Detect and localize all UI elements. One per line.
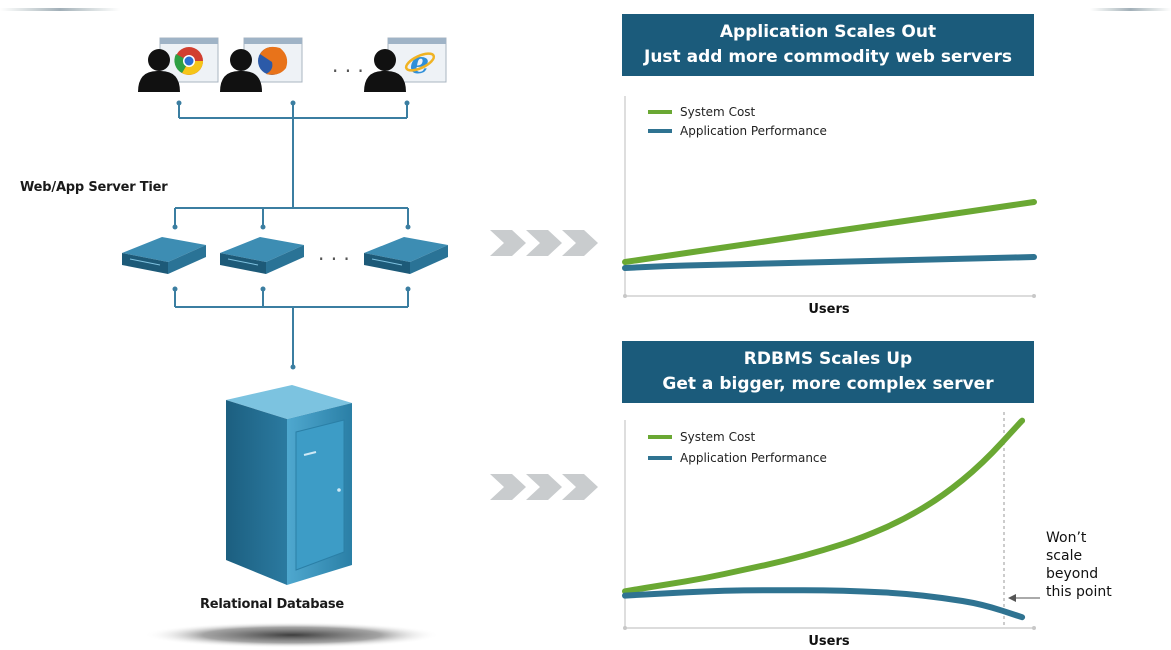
chrome-icon (174, 47, 203, 75)
legend: System Cost Application Performance (648, 430, 827, 465)
series-application-performance (622, 587, 1026, 621)
legend-application-performance: Application Performance (680, 451, 827, 465)
web-server-1 (122, 237, 206, 274)
client-group: . . . e (138, 37, 447, 92)
chevron-arrows-top (490, 230, 598, 256)
svg-text:e: e (410, 46, 429, 81)
legend-system-cost: System Cost (680, 430, 756, 444)
panel-title: Application Scales Out (719, 22, 937, 42)
client-firefox (220, 37, 303, 92)
scale-limit-annotation: Won’t scale beyond this point (1008, 530, 1112, 602)
person-icon (220, 49, 262, 92)
client-chrome (138, 37, 219, 92)
client-ellipsis: . . . (332, 53, 364, 77)
web-server-3 (364, 237, 448, 274)
x-axis-label: Users (808, 302, 850, 317)
panel-header-scales-out: Application Scales Out Just add more com… (622, 14, 1034, 76)
person-icon (364, 49, 406, 92)
database-label: Relational Database (200, 597, 345, 612)
database-shadow (144, 622, 440, 648)
chevron-arrows-bottom (490, 474, 598, 500)
panel-title: RDBMS Scales Up (743, 349, 913, 369)
annotation-line-1: Won’t (1046, 530, 1087, 546)
firefox-icon (258, 46, 288, 75)
chart-scales-up: System Cost Application Performance Won’… (622, 412, 1112, 649)
chart-scales-out: System Cost Application Performance User… (622, 96, 1037, 317)
annotation-line-4: this point (1046, 584, 1112, 600)
panel-subtitle: Get a bigger, more complex server (662, 374, 994, 394)
person-icon (138, 49, 180, 92)
web-tier-label: Web/App Server Tier (20, 180, 168, 195)
top-decoration-left (0, 8, 120, 11)
annotation-line-3: beyond (1046, 566, 1098, 582)
client-ie: e (364, 37, 447, 92)
legend-application-performance: Application Performance (680, 124, 827, 138)
annotation-line-2: scale (1046, 548, 1082, 564)
series-system-cost (622, 417, 1026, 595)
series-system-cost (622, 199, 1037, 265)
arrow-left-icon (1008, 594, 1016, 602)
connector-lines (172, 100, 411, 370)
panel-subtitle: Just add more commodity web servers (644, 47, 1012, 67)
server-ellipsis: . . . (318, 241, 350, 265)
panel-header-scales-up: RDBMS Scales Up Get a bigger, more compl… (622, 341, 1034, 403)
database-server-icon (144, 385, 440, 648)
web-server-2 (220, 237, 304, 274)
legend-system-cost: System Cost (680, 105, 756, 119)
legend: System Cost Application Performance (648, 105, 827, 138)
series-application-performance (622, 254, 1037, 271)
internet-explorer-icon: e (404, 46, 436, 81)
x-axis-label: Users (808, 634, 850, 649)
server-group: . . . (122, 237, 448, 274)
top-decoration-right (1090, 8, 1171, 11)
